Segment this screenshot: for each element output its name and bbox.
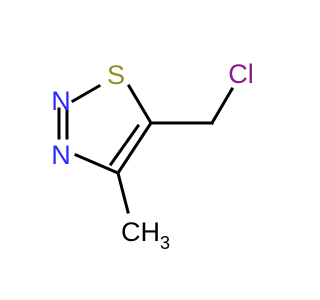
bond-c5-c4-inner (108, 123, 141, 167)
nitrogen-label-top: N (51, 86, 71, 116)
bond-c4-methyl (116, 171, 130, 214)
bond-c4-n2 (74, 153, 120, 175)
bond-ch2-cl (209, 86, 235, 126)
bond-n1-s (70, 83, 102, 104)
chlorine-label: Cl (228, 59, 254, 89)
bond-c5-c4 (115, 120, 154, 176)
nitrogen-label-bottom: N (51, 140, 71, 170)
structure-diagram: N N S Cl CH 3 (51, 59, 254, 253)
methyl-label: CH (121, 217, 160, 247)
sulfur-label: S (107, 60, 125, 90)
bond-s-c5 (126, 83, 154, 126)
methyl-subscript: 3 (160, 233, 170, 253)
molecule-canvas: N N S Cl CH 3 (51, 59, 254, 253)
